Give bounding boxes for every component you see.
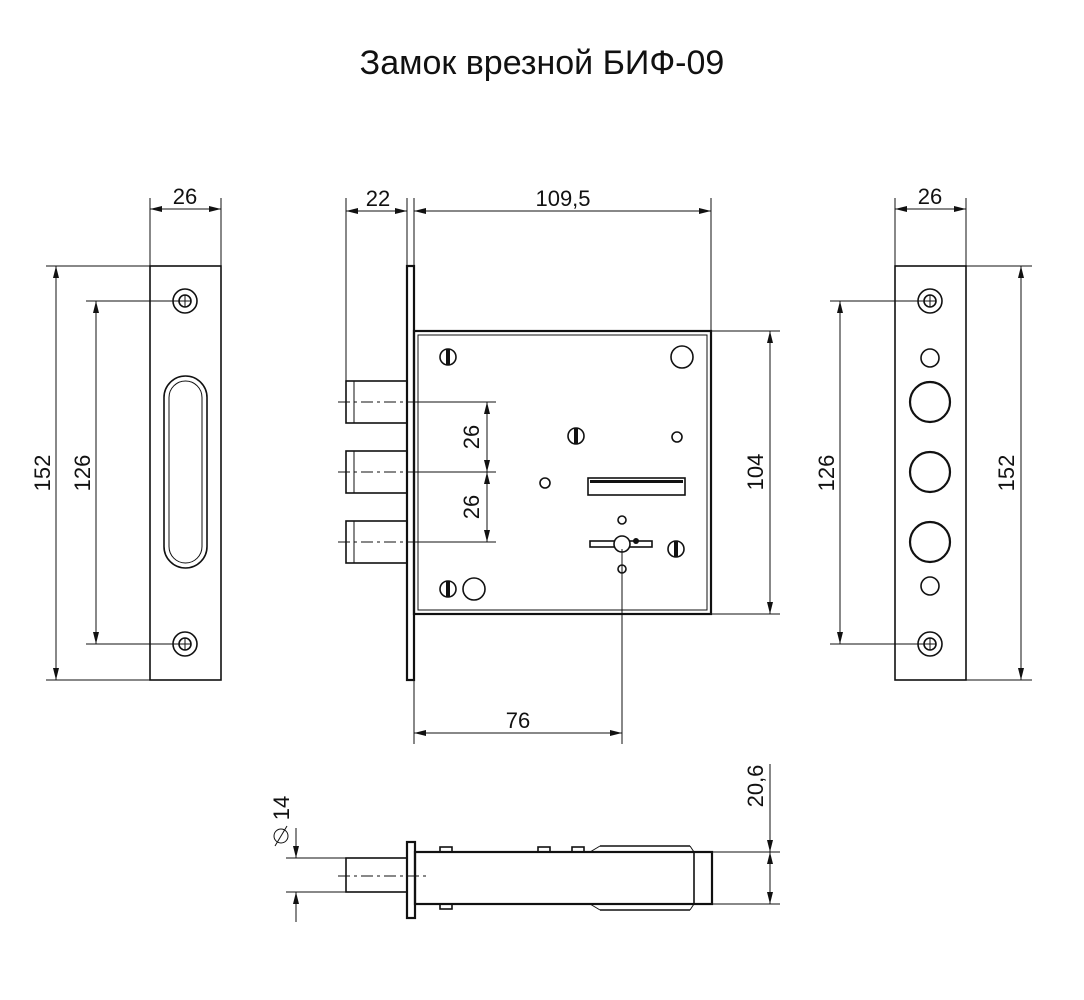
drawing-title: Замок врезной БИФ-09 [359,44,725,82]
side-bolt [345,857,408,893]
keyhole-icon [589,535,653,553]
dim-left-hole-spacing: 126 [70,455,95,492]
side-view: 14 20,6 [269,764,780,922]
bolt-middle [338,450,414,494]
right-small-hole-bottom [920,576,940,596]
dim-body-height: 104 [743,454,768,491]
left-bolt-slot-inner [168,380,203,564]
left-faceplate-view: 26 152 126 [30,184,222,681]
body-hole-top-right [670,345,694,369]
body-hole-small-right [671,431,683,443]
bolt-top [338,380,414,424]
side-body [413,850,714,906]
right-strike-plate [894,265,967,681]
dim-backset-faceplate: 22 [366,186,390,211]
dim-body-width: 109,5 [535,186,590,211]
right-bolt-hole-3 [908,520,952,564]
dim-left-plate-height: 152 [30,455,55,492]
latch-slot [587,477,686,496]
right-bolt-hole-1 [908,380,952,424]
dim-bolt-diameter: 14 [269,796,294,820]
dim-keyhole-offset: 76 [506,708,530,733]
body-hole-key-top [617,515,627,525]
body-screw-bottom-left-icon [439,580,457,598]
side-faceplate [405,840,417,920]
dim-bolt-spacing-2: 26 [459,495,484,519]
dim-bolt-spacing-1: 26 [459,425,484,449]
body-screw-center-icon [567,427,585,445]
left-faceplate [149,265,222,681]
right-bolt-hole-2 [908,450,952,494]
body-hole-bottom-left [462,577,486,601]
dim-right-plate-height: 152 [994,455,1019,492]
right-strike-plate-view: 26 126 152 [814,184,1032,681]
dim-right-plate-width: 26 [918,184,942,209]
left-bolt-slot [163,375,208,569]
dim-body-thickness: 20,6 [743,765,768,808]
body-screw-right-icon [667,540,685,558]
body-hole-small-left [539,477,551,489]
diameter-icon [273,825,289,847]
bolt-bottom [338,520,414,564]
right-small-hole-top [920,348,940,368]
dim-right-hole-spacing: 126 [814,455,839,492]
body-screw-top-left-icon [439,348,457,366]
dim-left-plate-width: 26 [173,184,197,209]
main-lock-view: 22 109,5 26 26 104 76 [338,186,780,744]
